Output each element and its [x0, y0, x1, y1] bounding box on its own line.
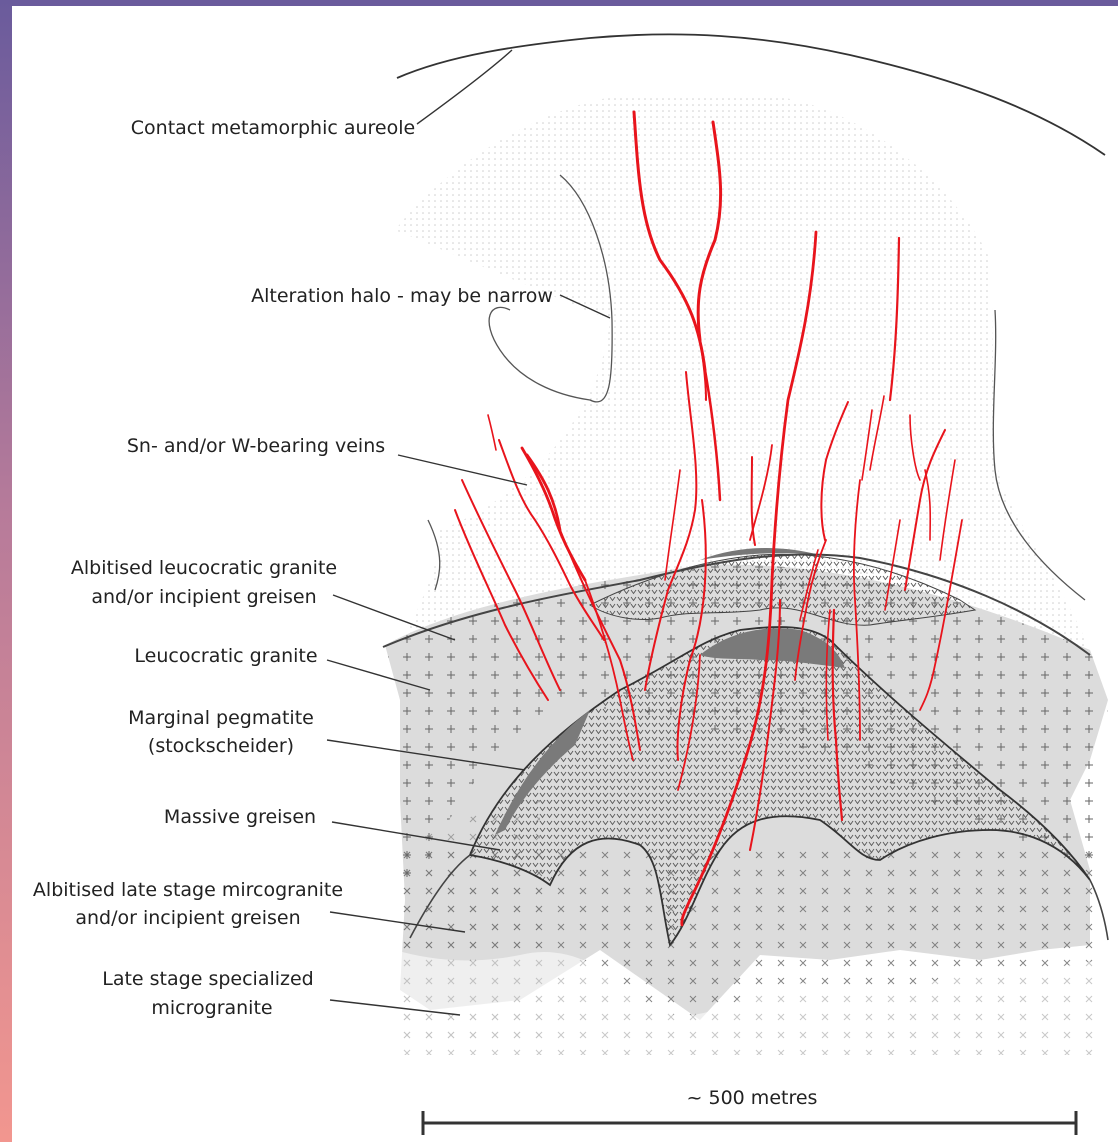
label-leucocratic-granite: Leucocratic granite: [134, 645, 317, 667]
label-marginal-pegmatite-line2: (stockscheider): [148, 735, 294, 757]
label-albitised-leuco-line1: Albitised leucocratic granite: [71, 557, 337, 579]
label-marginal-pegmatite-line1: Marginal pegmatite: [128, 707, 314, 729]
label-albitised-leuco-line2: and/or incipient greisen: [91, 586, 316, 608]
label-contact-aureole: Contact metamorphic aureole: [131, 117, 415, 139]
label-massive-greisen: Massive greisen: [164, 806, 316, 828]
label-late-micro-line1: Late stage specialized: [102, 968, 314, 990]
label-late-micro-line2: microgranite: [151, 997, 272, 1019]
label-alteration-halo: Alteration halo - may be narrow: [251, 285, 553, 307]
label-scale: ~ 500 metres: [687, 1087, 818, 1109]
label-albitised-late-line1: Albitised late stage mircogranite: [33, 879, 343, 901]
label-albitised-late-line2: and/or incipient greisen: [75, 907, 300, 929]
label-veins: Sn- and/or W-bearing veins: [127, 435, 385, 457]
scale-bar: [423, 1111, 1076, 1135]
